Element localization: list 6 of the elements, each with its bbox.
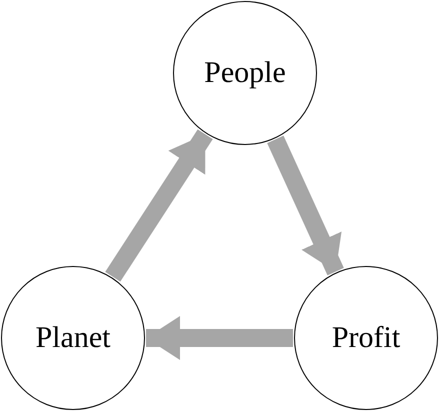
node-label: Profit — [332, 321, 400, 355]
block-arrow — [105, 129, 213, 282]
node-label: Planet — [36, 321, 110, 355]
block-arrow — [146, 316, 293, 360]
block-arrow — [267, 136, 344, 276]
node-label: People — [204, 56, 286, 90]
